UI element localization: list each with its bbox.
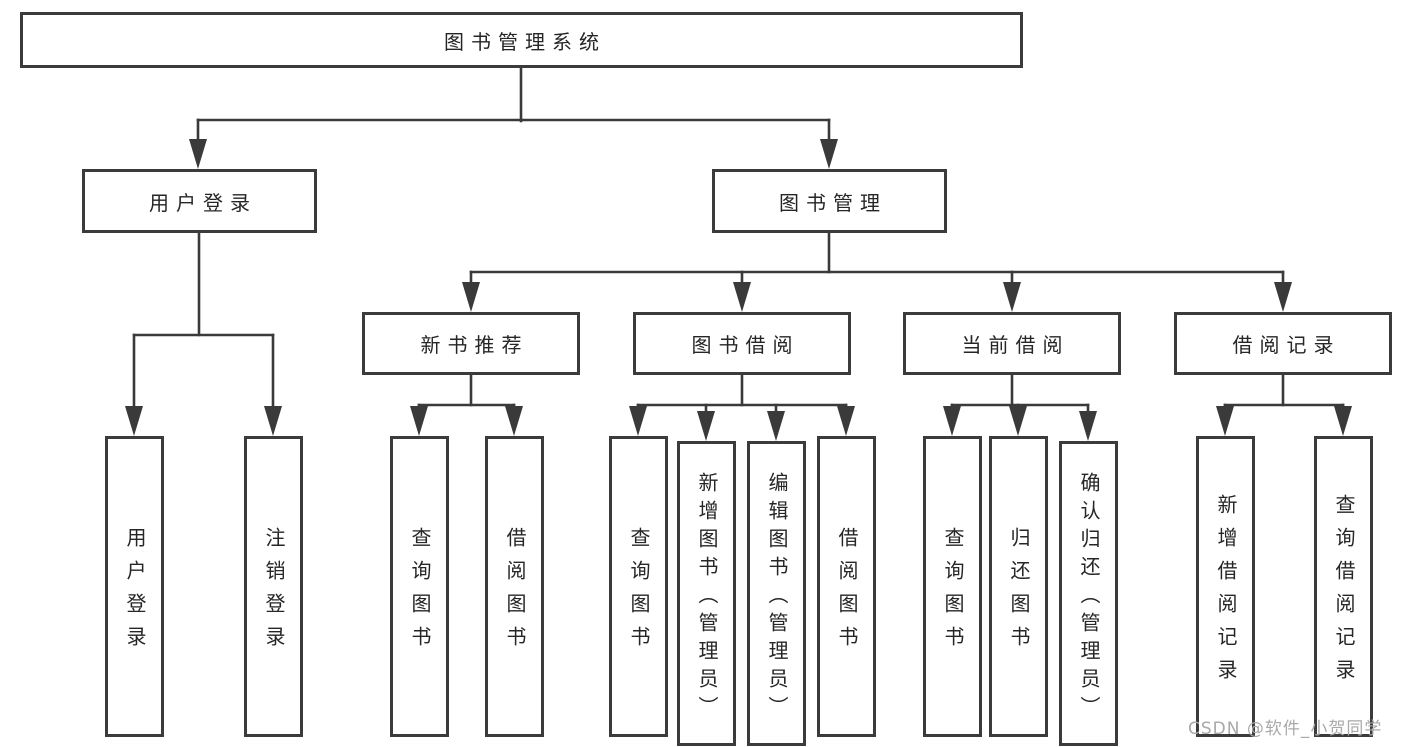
node-current-borrowing-label: 当前借阅 xyxy=(961,333,1070,357)
leaf-borrow-books-label: 借阅图书 xyxy=(503,527,527,659)
watermark-text: CSDN @软件_小贺同学 xyxy=(1188,719,1383,739)
connector-user-login-to-leaves xyxy=(125,231,282,436)
node-user-login-label: 用户登录 xyxy=(149,190,257,215)
leaf-borrow-books-label: 借阅图书 xyxy=(835,527,859,659)
leaf-logout-login-label: 注销登录 xyxy=(262,527,286,659)
node-library-management-system-label: 图书管理系统 xyxy=(444,29,606,54)
node-book-management: 图书管理 xyxy=(712,169,947,233)
leaf-add-book-admin: 新增图书（管理员） xyxy=(677,441,736,746)
connector-root-to-branches xyxy=(189,66,838,169)
node-new-book-recommendation: 新书推荐 xyxy=(362,312,580,375)
node-book-borrowing-label: 图书借阅 xyxy=(691,333,800,357)
leaf-confirm-return-admin: 确认归还（管理员） xyxy=(1059,441,1118,746)
leaf-confirm-return-admin-label: 确认归还（管理员） xyxy=(1077,471,1101,724)
leaf-add-borrow-record: 新增借阅记录 xyxy=(1196,436,1255,737)
connector-borrowing-records-to-leaves xyxy=(1216,372,1352,436)
node-library-management-system: 图书管理系统 xyxy=(20,12,1023,68)
node-borrowing-records-label: 借阅记录 xyxy=(1232,333,1341,357)
leaf-query-books-label: 查询图书 xyxy=(408,527,432,659)
leaf-borrow-books: 借阅图书 xyxy=(817,436,876,737)
node-new-book-recommendation-label: 新书推荐 xyxy=(420,333,529,357)
leaf-add-book-admin-label: 新增图书（管理员） xyxy=(695,471,719,724)
leaf-user-login: 用户登录 xyxy=(105,436,164,737)
leaf-return-books: 归还图书 xyxy=(989,436,1048,737)
leaf-return-books-label: 归还图书 xyxy=(1007,527,1031,659)
leaf-borrow-books: 借阅图书 xyxy=(485,436,544,737)
leaf-edit-book-admin: 编辑图书（管理员） xyxy=(747,441,806,746)
leaf-query-books: 查询图书 xyxy=(390,436,449,737)
leaf-query-books: 查询图书 xyxy=(609,436,668,737)
connector-current-borrowing-to-leaves xyxy=(943,372,1097,441)
leaf-query-books-label: 查询图书 xyxy=(941,527,965,659)
leaf-query-books: 查询图书 xyxy=(923,436,982,737)
connector-book-management-to-groups xyxy=(462,231,1292,312)
connector-book-borrowing-to-leaves xyxy=(629,372,855,441)
node-borrowing-records: 借阅记录 xyxy=(1174,312,1392,375)
leaf-query-borrow-record: 查询借阅记录 xyxy=(1314,436,1373,737)
node-current-borrowing: 当前借阅 xyxy=(903,312,1121,375)
node-book-borrowing: 图书借阅 xyxy=(633,312,851,375)
leaf-user-login-label: 用户登录 xyxy=(123,527,147,659)
leaf-edit-book-admin-label: 编辑图书（管理员） xyxy=(765,471,789,724)
connector-new-book-recommendation-to-leaves xyxy=(410,372,523,436)
leaf-add-borrow-record-label: 新增借阅记录 xyxy=(1214,494,1238,692)
leaf-query-borrow-record-label: 查询借阅记录 xyxy=(1332,494,1356,692)
leaf-logout-login: 注销登录 xyxy=(244,436,303,737)
node-book-management-label: 图书管理 xyxy=(779,190,887,215)
node-user-login: 用户登录 xyxy=(82,169,317,233)
leaf-query-books-label: 查询图书 xyxy=(627,527,651,659)
